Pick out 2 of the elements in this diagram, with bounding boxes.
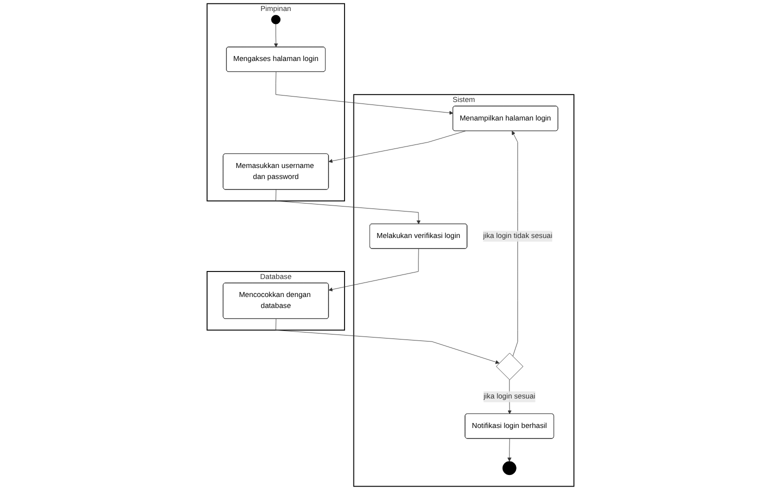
node-diamond [496, 352, 524, 380]
node-circle [271, 14, 280, 24]
